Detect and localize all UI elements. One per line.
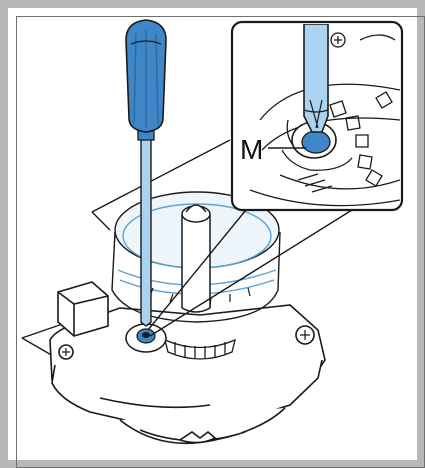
screw-icon xyxy=(125,323,167,353)
center-shaft xyxy=(181,204,211,313)
screwdriver-icon xyxy=(125,19,167,327)
callout-pointer xyxy=(147,204,353,337)
appliance-base xyxy=(49,281,326,445)
gear-segment xyxy=(164,338,236,360)
callout-label: M xyxy=(240,134,263,165)
magnifier-callout xyxy=(230,20,404,212)
